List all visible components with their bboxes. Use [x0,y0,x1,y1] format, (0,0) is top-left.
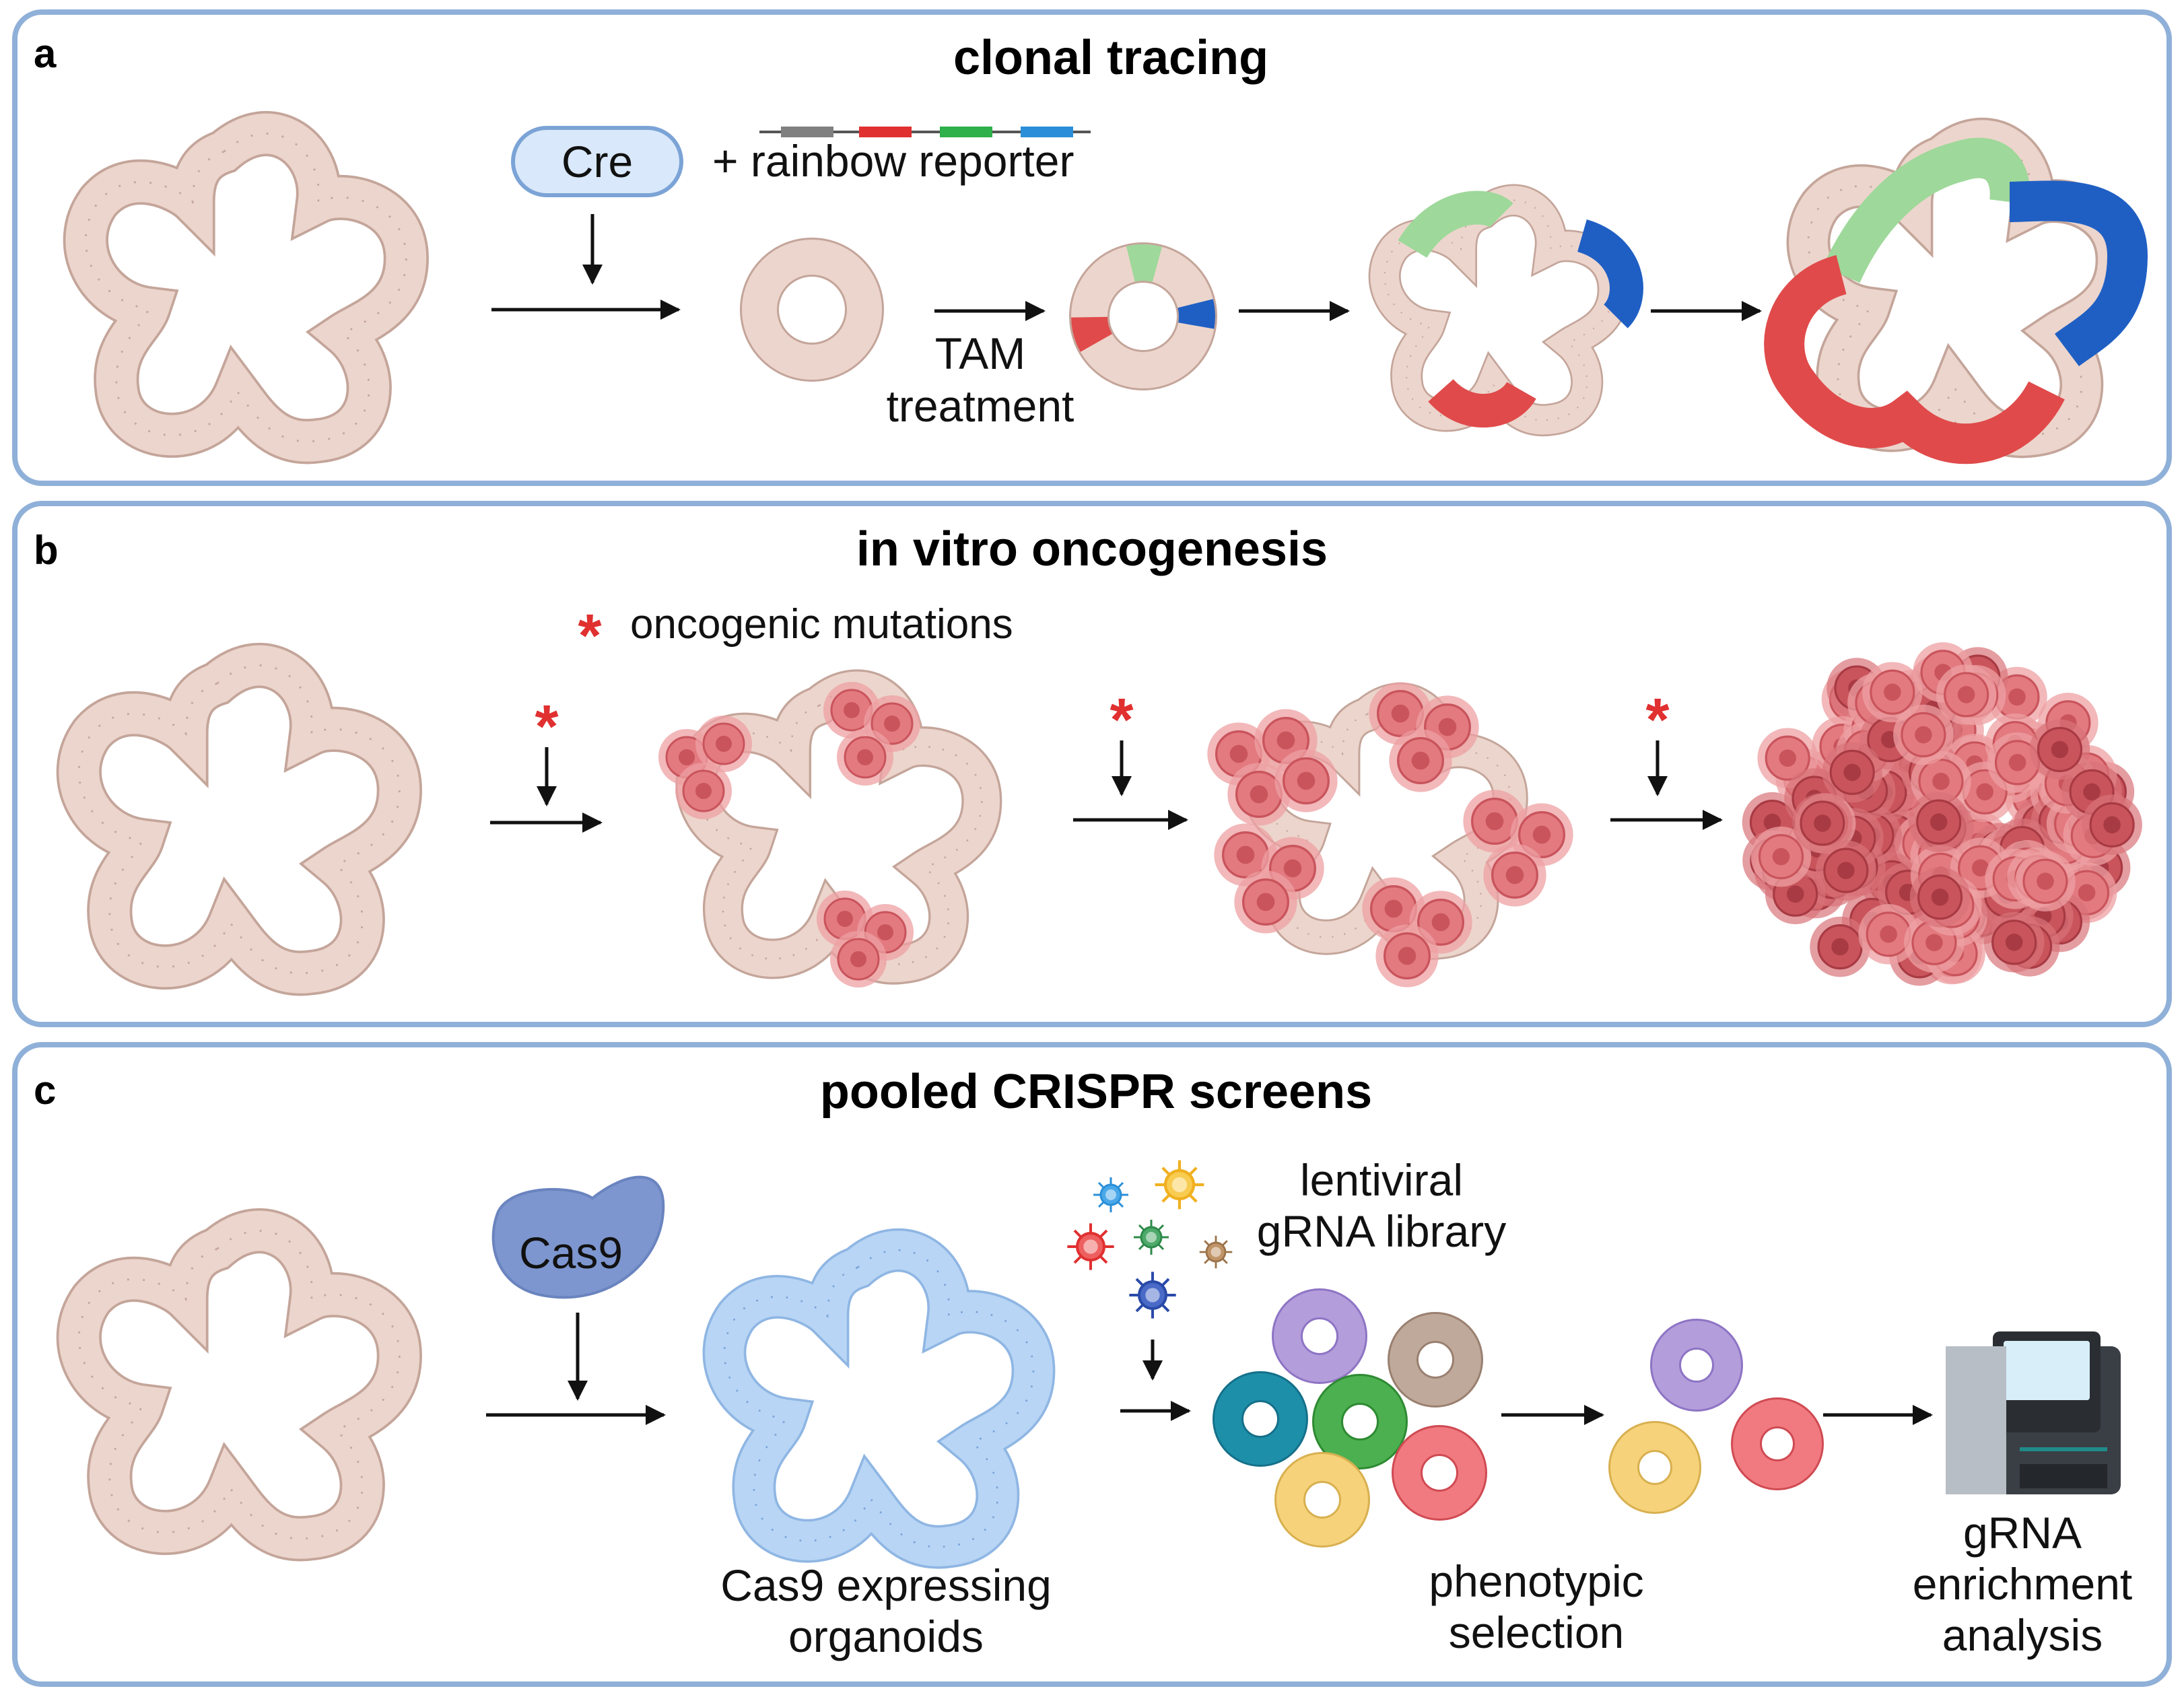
tumor-cell [1983,911,2046,974]
cas9-protein-icon: Cas9 [491,1175,665,1299]
panel-a-title: clonal tracing [953,31,1268,85]
panel-c-title: pooled CRISPR screens [820,1065,1372,1119]
organoids-label-2: organoids [788,1611,984,1661]
sequencer-icon [1946,1331,2121,1494]
organoid-ring [1610,1423,1699,1512]
cre-pill-icon: Cre [511,126,683,197]
panel-a: a clonal tracing Cre + rainbow reporter … [12,9,2172,486]
tumor-cell [1861,660,1924,724]
tumor-cell [1907,790,1971,854]
organoid-ring [1314,1376,1406,1467]
clonal-organoid-large [1764,139,2148,464]
mutation-arrow-1: * [490,693,603,833]
mutation-arrow-2: * [1073,687,1188,830]
panel-b-title: in vitro oncogenesis [856,522,1328,576]
selected-organoids [1608,1319,1824,1514]
tam-label-2: treatment [887,381,1074,431]
organoids-label-1: Cas9 expressing [720,1560,1052,1610]
mutation-legend-label: oncogenic mutations [630,601,1013,648]
cre-label: Cre [561,137,633,186]
panel-c-letter: c [34,1068,56,1113]
selection-label-2: selection [1449,1607,1625,1657]
tumor-cell [1814,839,1878,902]
organoid-ring [1274,1290,1365,1382]
clonal-organoid-medium [1385,201,1643,421]
organoid-ring [1733,1399,1822,1488]
reporter-label: + rainbow reporter [712,136,1074,186]
dna-reporter-icon [759,127,1091,137]
analysis-label-2: enrichment [1913,1559,2133,1609]
selection-label-1: phenotypic [1429,1556,1643,1606]
organoid-ring [1390,1314,1481,1406]
panel-b-letter: b [34,528,59,573]
tumor-cell [2080,793,2144,856]
analysis-label-3: analysis [1942,1610,2103,1660]
organoid-ring [1276,1454,1368,1546]
tumor-cell [1909,866,1971,929]
organoid-ring [1652,1321,1741,1410]
mutation-star-icon: * [578,602,601,670]
tumor-cell [1820,741,1884,804]
organoid-ring [1394,1427,1485,1519]
library-label-1: lentiviral [1300,1155,1463,1205]
organoid-ring [1215,1373,1306,1465]
tumor-cell [2014,850,2077,913]
analysis-label-1: gRNA [1963,1508,2082,1558]
panel-a-letter: a [34,31,57,76]
tumor-cell [2028,718,2091,781]
library-label-2: gRNA library [1257,1206,1506,1256]
transduced-organoids [1213,1288,1487,1548]
tam-label-1: TAM [935,328,1025,378]
small-organoid-icon [740,238,884,382]
panel-c: c pooled CRISPR screens Cas9 Cas9 expres… [12,1042,2172,1687]
labeled-organoid-icon [1069,242,1217,390]
cas9-label: Cas9 [519,1228,623,1278]
mutation-arrow-3: * [1610,687,1723,830]
panel-b: b in vitro oncogenesis * oncogenic mutat… [12,501,2172,1027]
